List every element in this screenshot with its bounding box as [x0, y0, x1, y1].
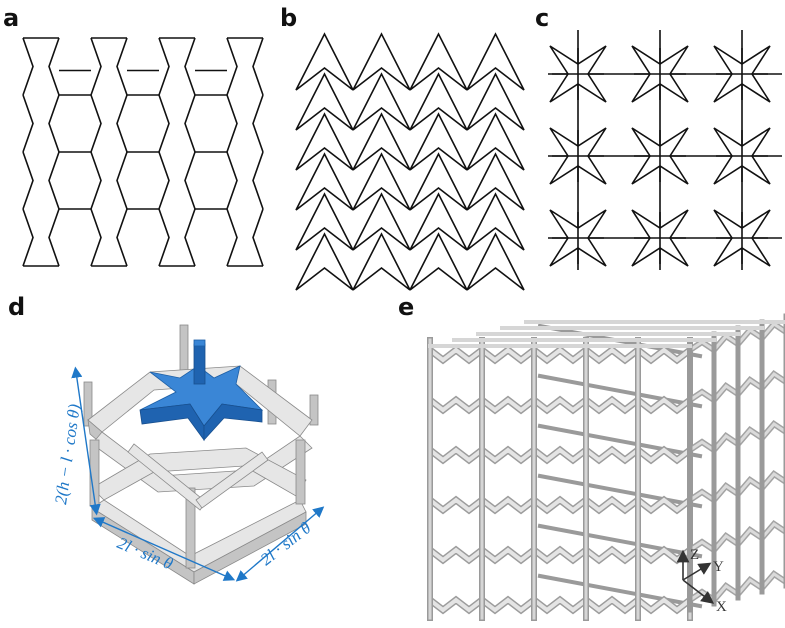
highlighted-star-post-cap — [193, 339, 206, 347]
lattice-row-highlight — [428, 497, 692, 513]
arrowhead-cell — [409, 32, 468, 91]
arrowhead-pattern — [295, 32, 525, 291]
lattice-row-highlight — [428, 547, 692, 563]
arrowhead-cell — [466, 72, 525, 131]
dimension-height-label: 2(h − l · cos θ) — [51, 403, 84, 506]
star-cell — [713, 209, 771, 267]
panel-label-e: e — [398, 293, 414, 321]
arrowhead-cell — [466, 32, 525, 91]
unit-cell-leg — [295, 439, 306, 505]
lattice-beam — [537, 373, 703, 409]
highlighted-star-post — [193, 343, 206, 385]
star-cell — [631, 209, 689, 267]
star-cell — [713, 45, 771, 103]
arrowhead-cell — [466, 192, 525, 251]
dimension-height-line — [71, 366, 101, 516]
x-axis-arrow — [682, 579, 715, 604]
unit-cell-strut — [195, 451, 269, 509]
lattice-row-highlight — [428, 347, 692, 363]
star-cell — [713, 127, 771, 185]
panel-label-c: c — [535, 4, 549, 32]
unit-cell-post — [179, 324, 189, 374]
lattice-row-highlight — [428, 597, 692, 613]
star-cell — [631, 45, 689, 103]
arrowhead-cell — [352, 32, 411, 91]
reentrant-column — [158, 37, 196, 267]
axes-triad: Z Y X — [676, 547, 727, 615]
reentrant-column — [22, 37, 60, 267]
lattice-beam — [537, 423, 703, 459]
lattice-row-highlight — [428, 447, 692, 463]
unit-cell-post — [309, 394, 319, 426]
lattice-beam — [537, 573, 703, 609]
star-cell — [549, 209, 607, 267]
dimension-front-line — [92, 517, 236, 581]
arrowhead-cell — [295, 32, 354, 91]
y-axis-arrow — [682, 562, 712, 581]
highlighted-star-node-side — [203, 403, 263, 442]
panel-label-a: a — [3, 4, 19, 32]
star-cell — [631, 127, 689, 185]
unit-cell-illustration: 2(h − l · cos θ) 2l · sin θ 2l · sin θ — [51, 324, 325, 585]
panel-label-d: d — [8, 293, 25, 321]
x-axis-label: X — [716, 599, 727, 615]
reentrant-column — [90, 37, 128, 267]
reentrant-connectors — [59, 69, 227, 210]
star-grid-lines — [548, 30, 782, 270]
star-cell — [549, 45, 607, 103]
upper-frame-front — [91, 431, 313, 493]
reentrant-column — [226, 37, 264, 267]
lattice-row-highlight — [428, 397, 692, 413]
panel-label-b: b — [280, 4, 297, 32]
arrowhead-cell — [466, 232, 525, 291]
lattice-structure-illustration — [427, 313, 785, 621]
star-pattern — [548, 30, 782, 270]
lattice-beam — [537, 473, 703, 509]
arrowhead-cell — [466, 112, 525, 171]
lattice-beam — [537, 523, 703, 559]
y-axis-label: Y — [713, 559, 724, 575]
arrowhead-cell — [466, 152, 525, 211]
dimension-side-line — [235, 506, 325, 582]
z-axis-label: Z — [690, 547, 699, 563]
star-cell — [549, 127, 607, 185]
reentrant-honeycomb-pattern — [22, 37, 264, 267]
